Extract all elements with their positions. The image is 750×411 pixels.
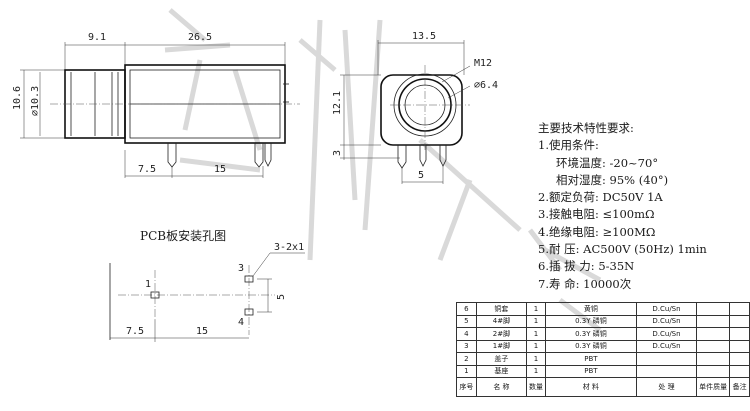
spec-item: 5.耐 压: AC500V (50Hz) 1min [538,242,707,257]
header-cell: 备注 [729,377,750,397]
table-row: 4 2#脚 1 0.3Y 磷铜 D.Cu/Sn [456,327,750,341]
cell: D.Cu/Sn [635,314,698,328]
watermark [164,8,602,332]
spec-item: 6.插 拔 力: 5-35N [538,259,635,274]
cell: 4 [456,327,477,341]
cell: 0.3Y 磷铜 [545,339,637,353]
spec-title: 主要技术特性要求: [538,121,634,135]
table-row: 1 基座 1 PBT [456,364,750,378]
front-view: 13.5 M12 ⌀6.4 12.1 3 5 [332,31,498,184]
table-row: 2 盖子 1 PBT [456,352,750,366]
cell: 5 [456,314,477,328]
cell: PBT [545,352,637,366]
spec-item: 1.使用条件: [538,138,599,153]
pcb-dim-15: 15 [196,326,208,337]
cell: 0.3Y 磷铜 [545,314,637,328]
header-cell: 序号 [456,377,477,397]
cell [696,339,731,353]
cell [729,314,750,328]
spec-block: 主要技术特性要求: 1.使用条件: 环境温度: -20~70° 相对湿度: 95… [538,120,707,293]
cell: D.Cu/Sn [635,339,698,353]
dim-9-1: 9.1 [88,32,106,43]
cell [729,327,750,341]
cell: 1 [526,339,547,353]
header-cell: 材 料 [545,377,637,397]
cell: 1 [526,327,547,341]
dim-5-pitch: 5 [418,170,424,181]
header-cell: 名 称 [475,377,528,397]
cell [635,352,698,366]
cell [729,352,750,366]
dim-7-5: 7.5 [138,164,156,175]
table-row: 5 4#脚 1 0.3Y 磷铜 D.Cu/Sn [456,314,750,328]
hole-4 [244,308,254,316]
cell: 1 [526,352,547,366]
cell: 1 [526,314,547,328]
cell: D.Cu/Sn [635,302,698,316]
cell: 1#脚 [475,339,528,353]
header-cell: 单件质量 [696,377,731,397]
cell: 黄铜 [545,302,637,316]
cell [635,364,698,378]
cell: 1 [456,364,477,378]
cell [729,302,750,316]
cell: 盖子 [475,352,528,366]
cell: 0.3Y 磷铜 [545,327,637,341]
pcb-hole-pattern: 1 3 4 3-2x1 5 7.5 15 [109,242,305,342]
cell [729,339,750,353]
bill-of-materials: 6 铜套 1 黄铜 D.Cu/Sn 5 4#脚 1 0.3Y 磷铜 D.Cu/S… [456,302,750,397]
cell: 2 [456,352,477,366]
pcb-dim-5: 5 [276,294,287,300]
side-view: 9.1 26.5 10.6 ⌀10.3 7.5 15 [12,32,300,178]
cell: D.Cu/Sn [635,327,698,341]
hole-1 [150,291,160,299]
hole-3 [244,275,254,283]
dim-26-5: 26.5 [188,32,212,43]
hole-number-1: 1 [145,279,151,290]
cell [696,302,731,316]
hole-number-3: 3 [238,263,244,274]
cell: 铜套 [475,302,528,316]
table-header-row: 序号 名 称 数量 材 料 处 理 单件质量 备注 [456,377,750,397]
cell [696,364,731,378]
spec-item: 4.绝缘电阻: ≥100MΩ [538,224,656,239]
cell: PBT [545,364,637,378]
dim-15: 15 [214,164,226,175]
pcb-title: PCB板安装孔图 [140,229,227,243]
dim-13-5: 13.5 [412,31,436,42]
cell [696,314,731,328]
table-row: 6 铜套 1 黄铜 D.Cu/Sn [456,302,750,316]
cell: 1 [526,302,547,316]
cell: 3 [456,339,477,353]
thread-label: M12 [474,58,492,69]
spec-item: 7.寿 命: 10000次 [538,276,632,291]
spec-item: 环境温度: -20~70° [556,155,659,170]
spec-item: 相对湿度: 95% (40°) [556,172,669,187]
cell: 6 [456,302,477,316]
cell [729,364,750,378]
pcb-dim-7-5: 7.5 [126,326,144,337]
dim-10-6: 10.6 [12,86,23,110]
header-cell: 数量 [526,377,547,397]
cell: 1 [526,364,547,378]
table-row: 3 1#脚 1 0.3Y 磷铜 D.Cu/Sn [456,339,750,353]
dim-dia-10-3: ⌀10.3 [30,86,41,116]
cell [696,327,731,341]
dim-12-1: 12.1 [332,91,343,115]
cell: 4#脚 [475,314,528,328]
hole-spec-label: 3-2x1 [274,242,304,253]
hole-number-4: 4 [238,317,244,328]
spec-item: 3.接触电阻: ≤100mΩ [538,207,655,222]
dim-3: 3 [332,150,343,156]
hole-diameter-label: ⌀6.4 [474,80,498,91]
cell: 2#脚 [475,327,528,341]
cell: 基座 [475,364,528,378]
spec-item: 2.额定负荷: DC50V 1A [538,190,663,205]
header-cell: 处 理 [635,377,698,397]
cell [696,352,731,366]
